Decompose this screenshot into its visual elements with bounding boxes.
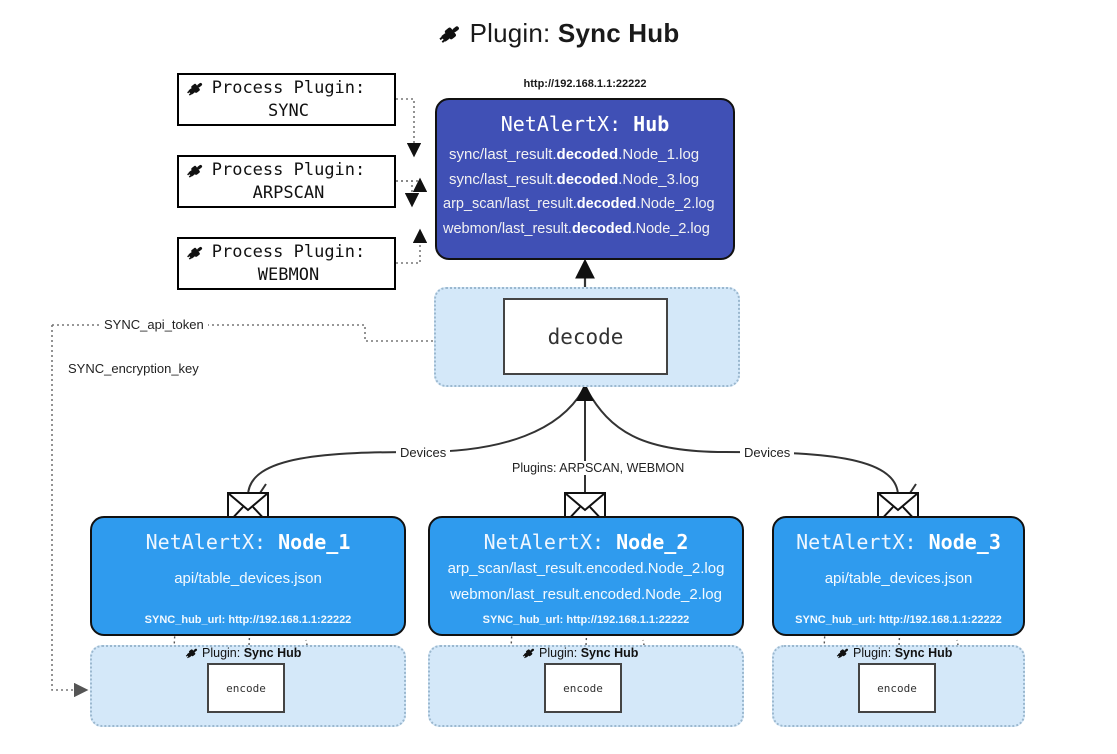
- edge-label-plugins-center: Plugins: ARPSCAN, WEBMON: [508, 461, 689, 475]
- hub-name: Hub: [633, 112, 670, 136]
- secret-label-api-token: SYNC_api_token: [100, 317, 208, 332]
- node-title: NetAlertX: Node_1: [92, 518, 404, 554]
- encode-box-2[interactable]: encode: [544, 663, 622, 713]
- hub-log-line: arp_scan/last_result.decoded.Node_2.log: [443, 196, 715, 212]
- hub-title: NetAlertX: Hub: [437, 100, 733, 142]
- decode-label: decode: [547, 324, 624, 349]
- node-name: Node_1: [278, 530, 351, 554]
- plug-icon: [185, 645, 200, 663]
- encode-box-1[interactable]: encode: [207, 663, 285, 713]
- node-name: Node_3: [928, 530, 1001, 554]
- page-title: Plugin: Sync Hub: [0, 18, 1117, 53]
- node-box-2[interactable]: NetAlertX: Node_2 arp_scan/last_result.e…: [428, 516, 744, 636]
- hub-log-line: webmon/last_result.decoded.Node_2.log: [443, 221, 710, 237]
- node-footer: SYNC_hub_url: http://192.168.1.1:22222: [482, 614, 690, 626]
- process-plugin-label: Process Plugin:: [211, 159, 366, 180]
- hub-prefix: NetAlertX:: [500, 112, 622, 136]
- encode-plugin-caption-2: Plugin: Sync Hub: [522, 645, 638, 663]
- node-footer: SYNC_hub_url: http://192.168.1.1:22222: [795, 614, 1002, 626]
- encode-box-3[interactable]: encode: [858, 663, 936, 713]
- node-line: api/table_devices.json: [824, 570, 973, 587]
- encode-label: encode: [877, 681, 917, 695]
- process-plugin-label: Process Plugin:: [211, 241, 366, 262]
- encode-plugin-caption-3: Plugin: Sync Hub: [836, 645, 952, 663]
- encode-label: encode: [226, 681, 266, 695]
- decode-box[interactable]: decode: [503, 298, 668, 375]
- process-plugin-name: ARPSCAN: [252, 182, 325, 203]
- node-prefix: NetAlertX:: [145, 530, 267, 554]
- node-line: api/table_devices.json: [174, 570, 322, 587]
- secret-label-encryption-key: SYNC_encryption_key: [64, 361, 203, 376]
- title-prefix: Plugin:: [469, 18, 551, 48]
- plug-icon: [836, 645, 851, 663]
- node-line: webmon/last_result.encoded.Node_2.log: [450, 586, 722, 603]
- hub-box[interactable]: NetAlertX: Hub sync/last_result.decoded.…: [435, 98, 735, 260]
- process-plugin-webmon[interactable]: Process Plugin: WEBMON: [177, 237, 396, 290]
- node-title: NetAlertX: Node_3: [774, 518, 1023, 554]
- node-title: NetAlertX: Node_2: [430, 518, 742, 554]
- hub-log-line: sync/last_result.decoded.Node_3.log: [449, 171, 700, 188]
- node-box-1[interactable]: NetAlertX: Node_1 api/table_devices.json…: [90, 516, 406, 636]
- process-plugin-label: Process Plugin:: [211, 77, 366, 98]
- process-plugin-arpscan[interactable]: Process Plugin: ARPSCAN: [177, 155, 396, 208]
- process-plugin-name: WEBMON: [257, 264, 320, 285]
- plug-icon: [438, 20, 464, 53]
- node-prefix: NetAlertX:: [796, 530, 917, 554]
- plug-icon: [186, 78, 206, 105]
- plug-icon: [522, 645, 537, 663]
- process-plugin-name: SYNC: [268, 100, 309, 121]
- plug-icon: [186, 242, 206, 269]
- node-footer: SYNC_hub_url: http://192.168.1.1:22222: [144, 614, 352, 626]
- process-plugin-sync[interactable]: Process Plugin: SYNC: [177, 73, 396, 126]
- plug-icon: [186, 160, 206, 187]
- encode-label: encode: [563, 681, 603, 695]
- node-prefix: NetAlertX:: [483, 530, 605, 554]
- title-name: Sync Hub: [557, 18, 680, 48]
- node-box-3[interactable]: NetAlertX: Node_3 api/table_devices.json…: [772, 516, 1025, 636]
- node-name: Node_2: [616, 530, 689, 554]
- hub-address: http://192.168.1.1:22222: [523, 78, 647, 90]
- encode-plugin-caption-1: Plugin: Sync Hub: [185, 645, 301, 663]
- edge-label-devices-left: Devices: [396, 445, 451, 460]
- node-line: arp_scan/last_result.encoded.Node_2.log: [447, 560, 725, 577]
- hub-log-line: sync/last_result.decoded.Node_1.log: [449, 146, 700, 163]
- edge-label-devices-right: Devices: [740, 445, 795, 460]
